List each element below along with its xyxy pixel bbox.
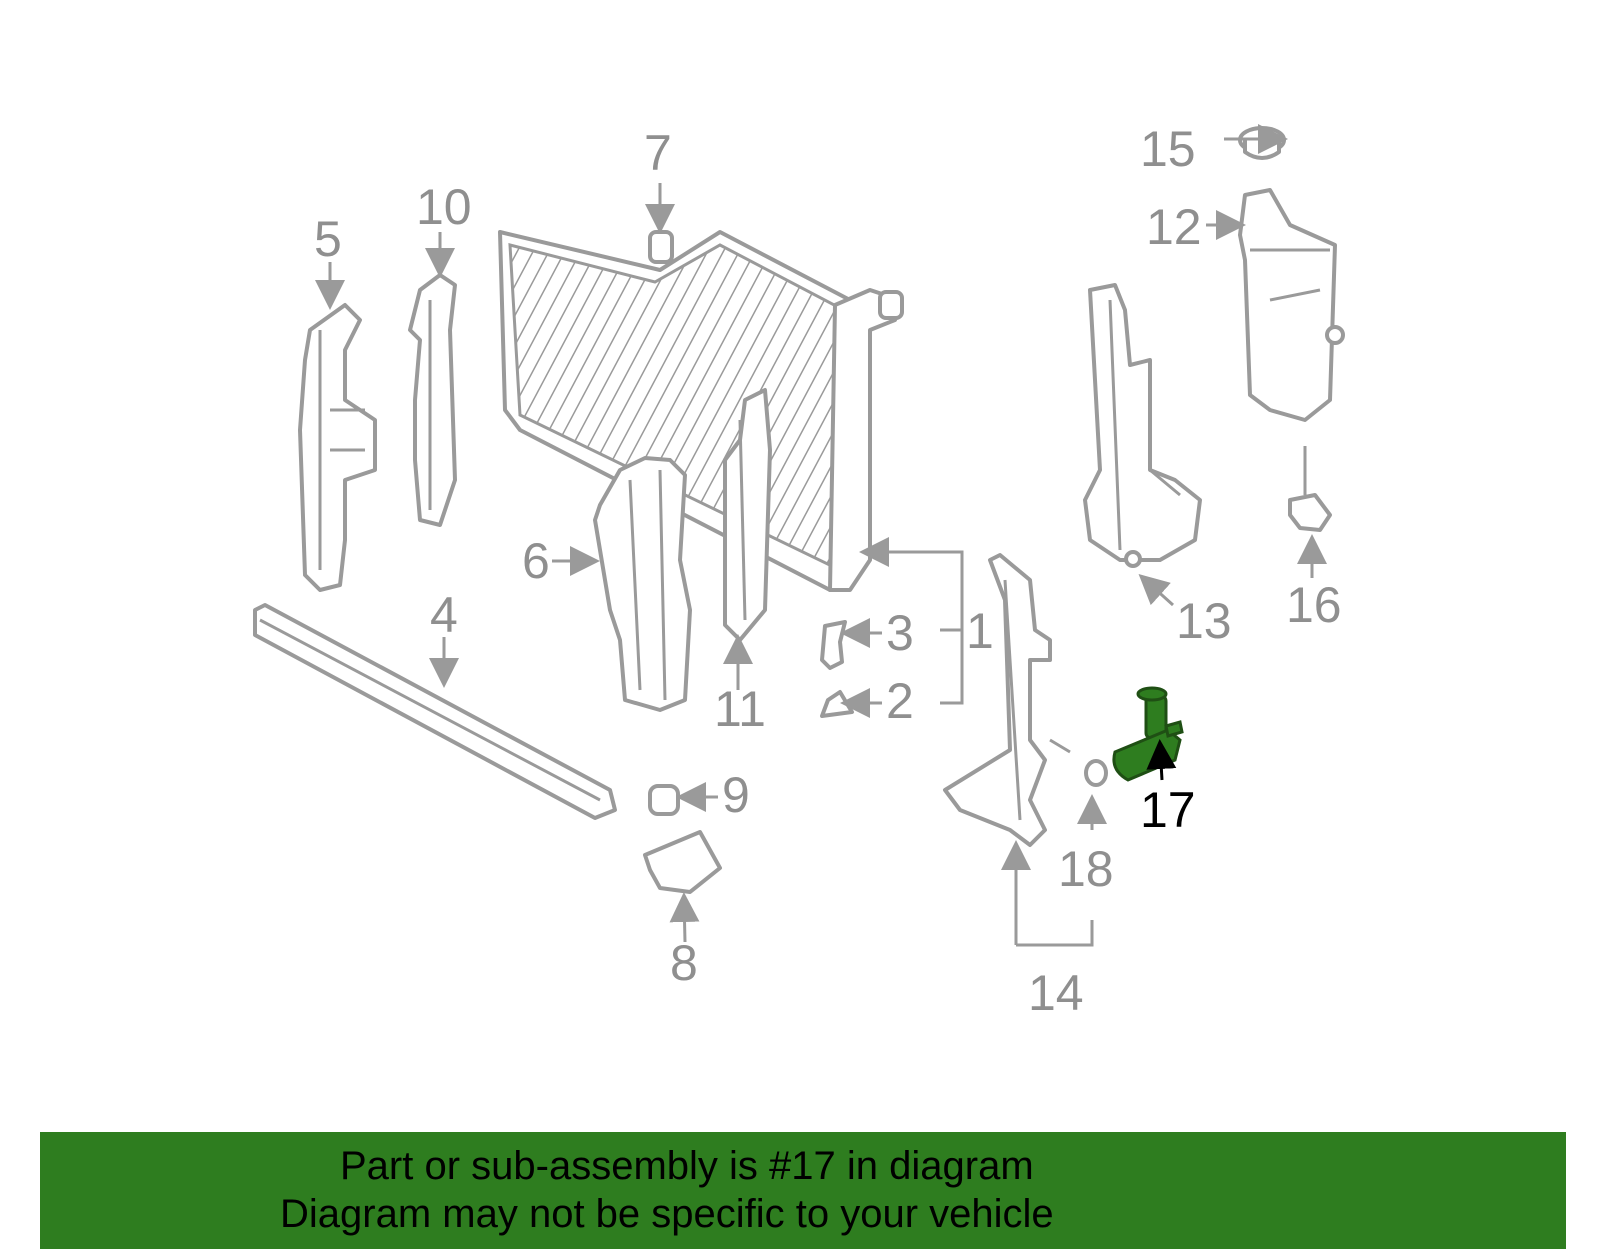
callout-1: 1 [966, 603, 994, 659]
air-duct-6 [593, 456, 692, 712]
callout-18: 18 [1058, 841, 1114, 897]
valve-17-highlighted[interactable] [1112, 686, 1184, 782]
banner-line-1: Part or sub-assembly is #17 in diagram [340, 1144, 1034, 1188]
lower-panel-4 [253, 603, 617, 820]
fan-shroud-13 [1083, 283, 1202, 568]
callout-8: 8 [670, 935, 698, 991]
bracket-5 [298, 303, 377, 592]
side-panel-14 [943, 553, 1108, 847]
callout-labels: 1 2 3 4 5 6 7 8 9 10 11 12 13 14 15 16 1… [314, 121, 1342, 1021]
bracket-10 [408, 273, 457, 527]
callout-6: 6 [522, 533, 550, 589]
callout-2: 2 [886, 673, 914, 729]
sensor-16 [1288, 446, 1332, 532]
callout-7: 7 [644, 125, 672, 181]
callout-12: 12 [1146, 199, 1202, 255]
expansion-tank-12 [1238, 188, 1345, 422]
callout-11: 11 [714, 681, 766, 737]
callout-9: 9 [722, 767, 750, 823]
radiator [498, 230, 904, 592]
banner-line-2: Diagram may not be specific to your vehi… [280, 1192, 1054, 1236]
callout-3: 3 [886, 605, 914, 661]
pin-7 [648, 230, 674, 264]
callout-16: 16 [1286, 577, 1342, 633]
callout-10: 10 [416, 179, 472, 235]
callout-4: 4 [430, 587, 458, 643]
callout-15: 15 [1140, 121, 1196, 177]
callout-13: 13 [1176, 593, 1232, 649]
callout-14: 14 [1028, 965, 1084, 1021]
info-banner: Part or sub-assembly is #17 in diagram D… [40, 1132, 1566, 1249]
cap-15 [1238, 126, 1286, 160]
bolt-3 [820, 620, 847, 670]
leader-lines [315, 124, 1327, 947]
callout-5: 5 [314, 211, 342, 267]
mount-8 [643, 830, 722, 894]
callout-17: 17 [1140, 782, 1196, 838]
bushing-9 [648, 784, 680, 816]
